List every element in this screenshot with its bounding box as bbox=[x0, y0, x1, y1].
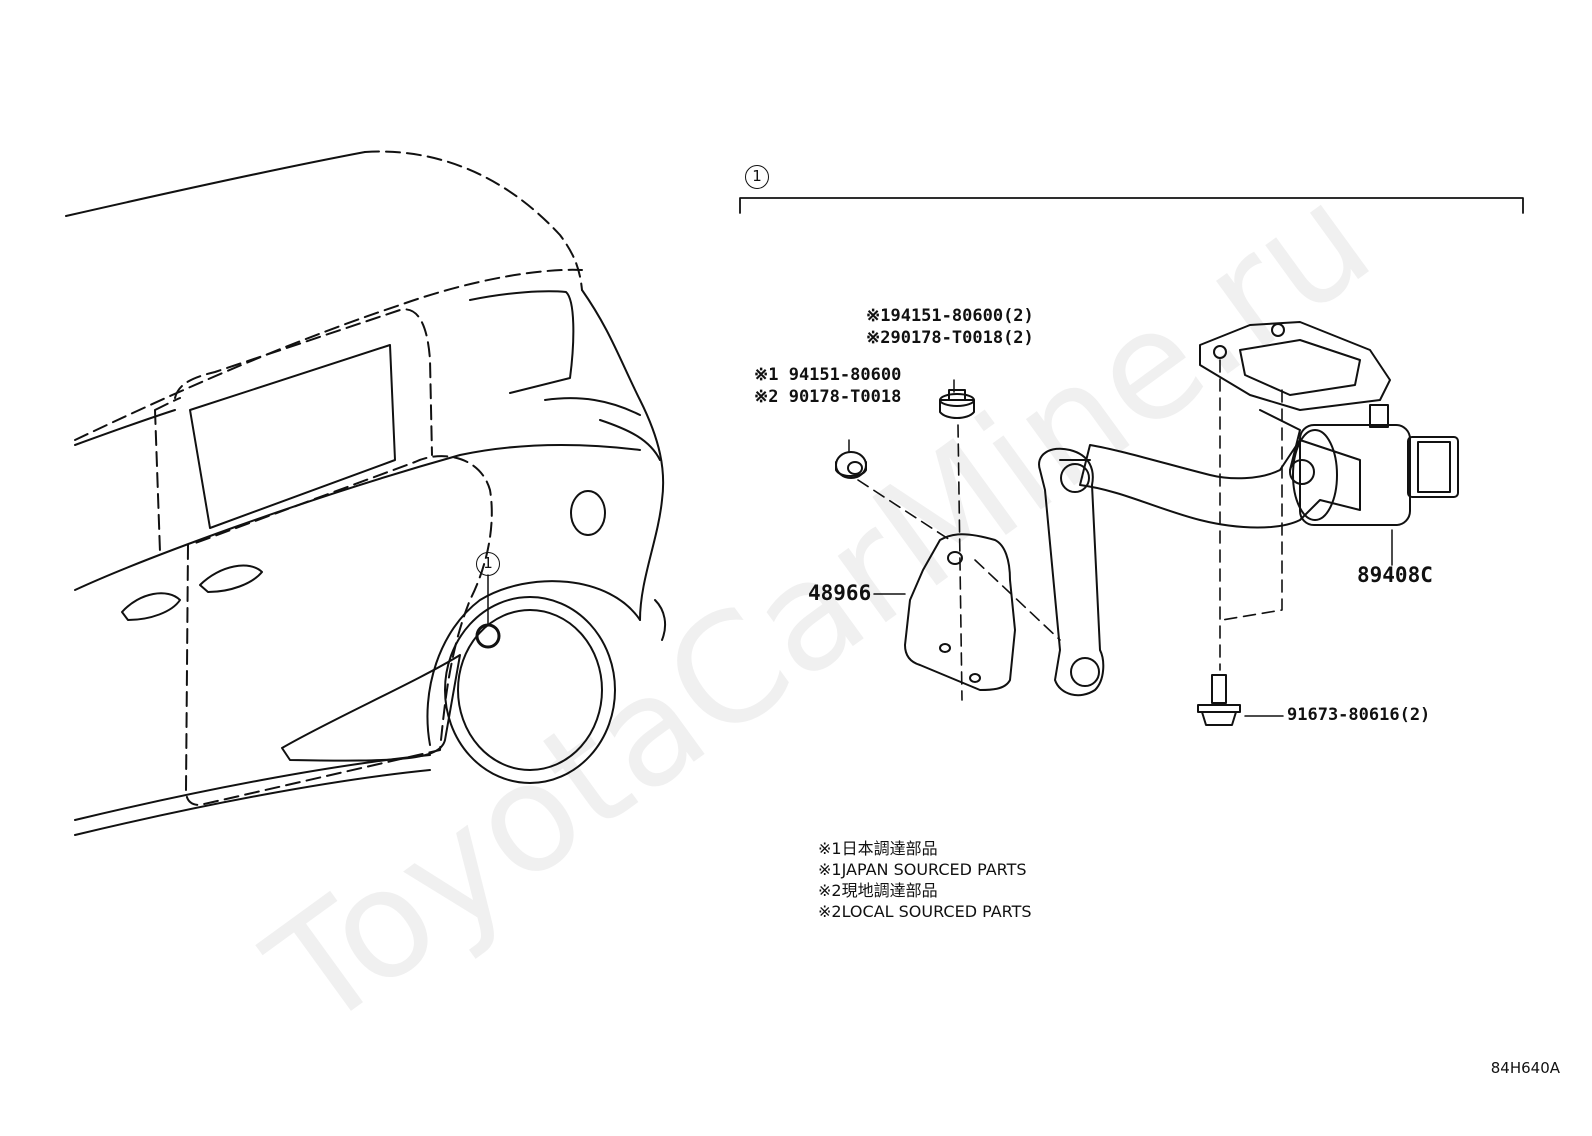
part-nut-b-label-1: ※1 94151-80600 bbox=[754, 365, 902, 385]
part-sensor-label: 89408C bbox=[1357, 563, 1433, 587]
part-nut-a-label-1: ※194151-80600(2) bbox=[866, 306, 1034, 326]
legend-line-2: ※1JAPAN SOURCED PARTS bbox=[818, 860, 1027, 879]
group-bracket-line bbox=[739, 197, 1524, 214]
legend-line-1: ※1日本調達部品 bbox=[818, 839, 938, 858]
bracket-48966-drawing bbox=[904, 533, 1016, 691]
group-callout-vehicle: 1 bbox=[476, 552, 500, 576]
sensor-location-marker bbox=[475, 623, 501, 649]
drawing-code: 84H640A bbox=[1490, 1059, 1560, 1077]
part-bolt-label: 91673-80616(2) bbox=[1287, 705, 1431, 725]
sensor-link-drawing bbox=[1038, 447, 1105, 697]
bolt-91673-drawing bbox=[1197, 674, 1284, 726]
legend-line-3: ※2現地調達部品 bbox=[818, 881, 938, 900]
part-nut-b-label-2: ※2 90178-T0018 bbox=[754, 387, 902, 407]
group-callout-top: 1 bbox=[745, 165, 769, 189]
diagram-drawing bbox=[65, 150, 1524, 836]
sensor-89408C-drawing bbox=[1079, 321, 1459, 566]
parts-diagram: ToyotaCarMine.ru bbox=[65, 150, 1560, 1077]
part-bracket-label: 48966 bbox=[808, 581, 872, 605]
nut-a-drawing bbox=[939, 379, 975, 419]
part-nut-a-label-2: ※290178-T0018(2) bbox=[866, 328, 1034, 348]
nut-b-drawing bbox=[835, 439, 867, 479]
legend-line-4: ※2LOCAL SOURCED PARTS bbox=[818, 902, 1032, 921]
vehicle-rear-illustration bbox=[65, 150, 667, 836]
